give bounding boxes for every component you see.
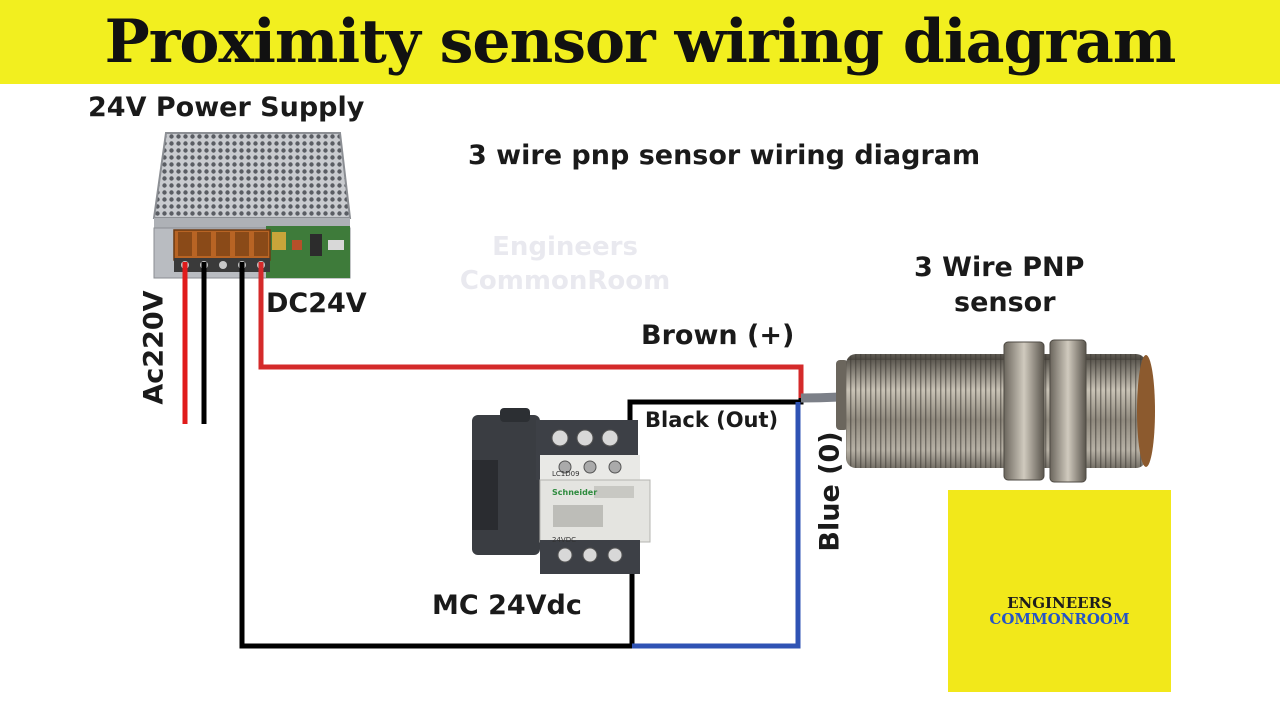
power-supply [152, 132, 352, 279]
sensor-label-line1: 3 Wire PNP [914, 252, 1085, 283]
logo-line2: COMMONROOM [989, 610, 1130, 628]
power-supply-label: 24V Power Supply [88, 92, 365, 123]
sensor-label-line2: sensor [954, 287, 1056, 318]
contactor-label: MC 24Vdc [432, 590, 582, 621]
watermark-line2: CommonRoom [459, 266, 671, 296]
contactor-coil: 24VDC [552, 536, 576, 544]
contactor-model: LC1D09 [552, 470, 580, 478]
blue-wire-label: Blue (0) [814, 431, 846, 552]
page-title: Proximity sensor wiring diagram [104, 7, 1177, 77]
title-banner: Proximity sensor wiring diagram [0, 0, 1280, 84]
pnp-sensor [800, 339, 1155, 483]
diagram-subtitle: 3 wire pnp sensor wiring diagram [468, 140, 981, 171]
brown-wire-label: Brown (+) [641, 320, 795, 351]
wire-dc-positive [258, 262, 804, 398]
contactor: LC1D09 Schneider 24VDC [472, 408, 651, 574]
black-wire-label: Black (Out) [645, 408, 779, 432]
logo-line1: ENGINEERS [1007, 594, 1112, 612]
watermark: Engineers CommonRoom [430, 230, 700, 298]
ac-input-wires [182, 262, 207, 424]
watermark-line1: Engineers [492, 232, 638, 262]
contactor-brand: Schneider [552, 488, 597, 497]
wire-dc-negative [239, 262, 635, 649]
brand-logo: ENGINEERS COMMONROOM [948, 490, 1171, 692]
ac220v-label: Ac220V [138, 290, 170, 405]
wire-blue-zero [632, 402, 801, 649]
dc24v-label: DC24V [266, 288, 367, 319]
